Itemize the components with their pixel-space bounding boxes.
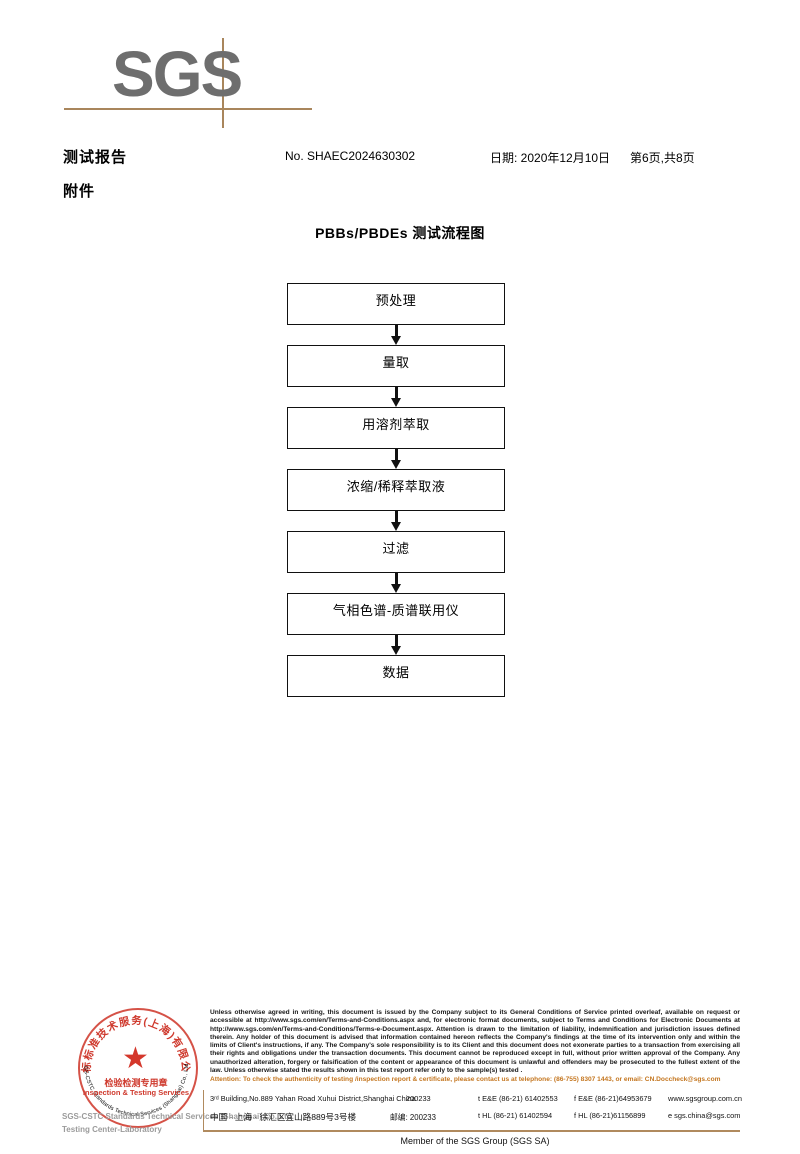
sgs-logo: SGS xyxy=(64,38,312,128)
stamp-circle xyxy=(78,1008,198,1128)
document-footer: 通标标准技术服务(上海)有限公司 SGS-CSTC Standards Tech… xyxy=(0,1000,800,1154)
page-title: 测试报告 xyxy=(63,149,128,166)
flow-node-label: 用溶剂萃取 xyxy=(362,417,430,432)
address-email: e sgs.china@sgs.com xyxy=(668,1111,741,1120)
flowchart-title: PBBs/PBDEs 测试流程图 xyxy=(315,225,485,241)
stamp-arc-chinese: 通标标准技术服务(上海)有限公司 xyxy=(78,1008,190,1074)
member-statement: Member of the SGS Group (SGS SA) xyxy=(400,1136,550,1146)
flowchart: 预处理 量取 用溶剂萃取 浓缩/稀释萃取液 过滤 气相色谱-质谱联用仪 数据 xyxy=(287,283,505,697)
flow-arrow-down-icon xyxy=(287,387,505,407)
flow-node-label: 气相色谱-质谱联用仪 xyxy=(332,603,460,618)
flow-node: 预处理 xyxy=(287,283,505,325)
legal-attention-text: Attention: To check the authenticity of … xyxy=(210,1076,721,1084)
flow-arrow-down-icon xyxy=(287,511,505,531)
flow-node-label: 预处理 xyxy=(375,293,417,308)
watermark-line-2: Testing Center-Laboratory xyxy=(62,1125,162,1134)
watermark-line-1: SGS-CSTC Standards Technical Services (S… xyxy=(62,1112,294,1121)
address-row-english: 3ʳᵈ Building,No.889 Yahan Road Xuhui Dis… xyxy=(210,1092,742,1109)
address-telephone-en: t E&E (86-21) 61402553 xyxy=(478,1094,558,1103)
attachment-label: 附件 xyxy=(63,183,96,200)
flow-node-label: 数据 xyxy=(382,665,410,680)
header-row-secondary: 附件 xyxy=(0,180,800,204)
flow-node: 用溶剂萃取 xyxy=(287,407,505,449)
stamp-center-cn: 检验检测专用章 xyxy=(104,1078,168,1088)
address-fax-cn: f HL (86-21)61156899 xyxy=(574,1111,646,1120)
logo-horizontal-rule xyxy=(64,108,312,110)
address-fax-en: f E&E (86-21)64953679 xyxy=(574,1094,652,1103)
legal-conditions-text: Unless otherwise agreed in writing, this… xyxy=(210,1009,740,1075)
flow-node: 浓缩/稀释萃取液 xyxy=(287,469,505,511)
flow-node: 过滤 xyxy=(287,531,505,573)
flow-node-label: 过滤 xyxy=(382,541,410,556)
flow-arrow-down-icon xyxy=(287,325,505,345)
page-indicator: 第6页,共8页 xyxy=(630,151,695,165)
address-row-chinese: 中国 · 上海 · 徐汇区宜山路889号3号楼 邮编: 200233 t HL … xyxy=(210,1109,740,1126)
stamp-center-en: Inspection & Testing Services xyxy=(82,1088,190,1097)
flow-node-label: 浓缩/稀释萃取液 xyxy=(346,479,446,494)
address-divider xyxy=(203,1090,204,1130)
footer-rule xyxy=(203,1130,740,1132)
address-zip-cn: 邮编: 200233 xyxy=(390,1113,436,1122)
flow-node: 量取 xyxy=(287,345,505,387)
report-date: 日期: 2020年12月10日 xyxy=(490,151,611,165)
address-street-cn: 中国 · 上海 · 徐汇区宜山路889号3号楼 xyxy=(210,1112,357,1122)
flow-arrow-down-icon xyxy=(287,449,505,469)
report-number: No. SHAEC2024630302 xyxy=(285,149,416,163)
address-street-en: 3ʳᵈ Building,No.889 Yahan Road Xuhui Dis… xyxy=(210,1094,416,1103)
address-telephone-cn: t HL (86-21) 61402594 xyxy=(478,1111,553,1120)
sgs-wordmark: SGS xyxy=(112,38,243,110)
flow-arrow-down-icon xyxy=(287,635,505,655)
legal-block: Unless otherwise agreed in writing, this… xyxy=(210,1009,740,1085)
address-website: www.sgsgroup.com.cn xyxy=(668,1094,742,1103)
flow-arrow-down-icon xyxy=(287,573,505,593)
official-stamp: 通标标准技术服务(上海)有限公司 SGS-CSTC Standards Tech… xyxy=(62,1008,294,1136)
address-zip-en: 200233 xyxy=(406,1094,431,1103)
flow-node: 气相色谱-质谱联用仪 xyxy=(287,593,505,635)
document-header: 测试报告 No. SHAEC2024630302 日期: 2020年12月10日… xyxy=(0,146,800,208)
address-block: 3ʳᵈ Building,No.889 Yahan Road Xuhui Dis… xyxy=(203,1090,742,1132)
logo-vertical-rule xyxy=(222,38,224,128)
star-icon: ★ xyxy=(122,1042,149,1075)
header-row-primary: 测试报告 No. SHAEC2024630302 日期: 2020年12月10日… xyxy=(0,146,800,170)
stamp-arc-english: SGS-CSTC Standards Technical Services (S… xyxy=(78,1008,190,1118)
flow-node: 数据 xyxy=(287,655,505,697)
flow-node-label: 量取 xyxy=(382,355,410,370)
